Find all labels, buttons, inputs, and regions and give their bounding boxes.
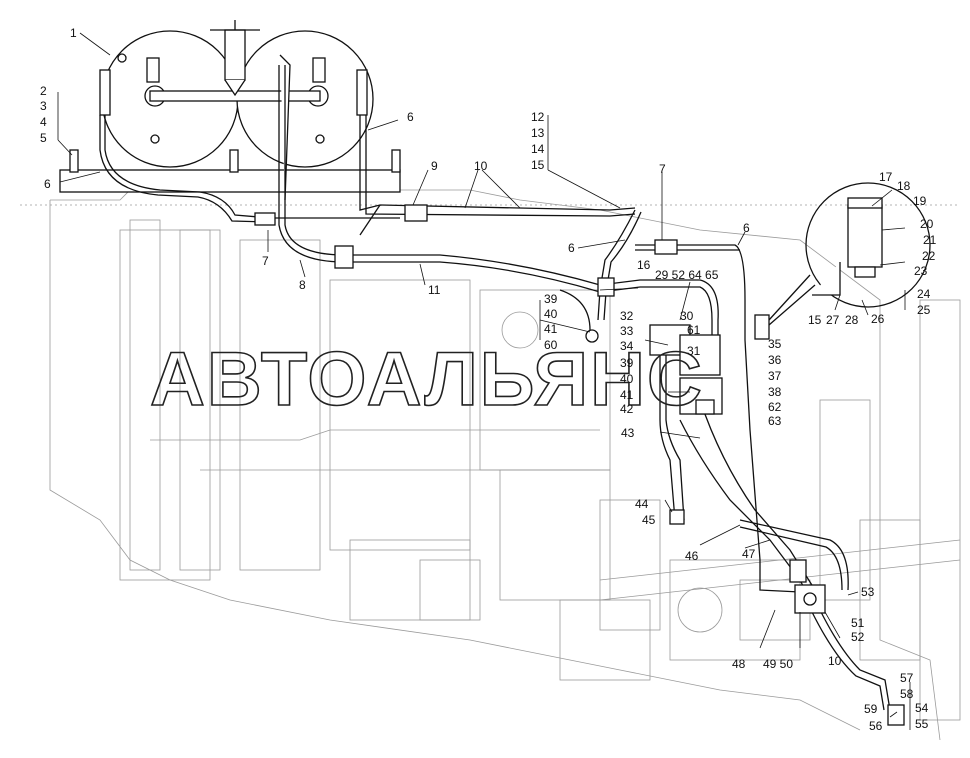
label-55: 55 <box>915 717 929 731</box>
label-56: 56 <box>869 719 883 733</box>
label-14: 14 <box>531 142 545 156</box>
label-59: 59 <box>864 702 878 716</box>
label-7b: 7 <box>659 162 666 176</box>
fittings <box>254 182 931 726</box>
label-26: 26 <box>871 312 885 326</box>
label-35: 35 <box>768 337 782 351</box>
label-28: 28 <box>845 313 859 327</box>
label-9: 9 <box>431 159 438 173</box>
label-54: 54 <box>915 701 929 715</box>
label-18: 18 <box>897 179 911 193</box>
label-6a: 6 <box>44 177 51 191</box>
label-21: 21 <box>923 233 937 247</box>
label-5: 5 <box>40 131 47 145</box>
label-51: 51 <box>851 616 865 630</box>
label-22: 22 <box>922 249 936 263</box>
label-53: 53 <box>861 585 875 599</box>
label-8: 8 <box>299 278 306 292</box>
label-43: 43 <box>621 426 635 440</box>
label-62: 62 <box>768 400 782 414</box>
label-41a: 41 <box>620 388 634 402</box>
label-34: 34 <box>620 339 634 353</box>
label-15a: 15 <box>531 158 545 172</box>
label-10b: 10 <box>828 654 842 668</box>
engine-background <box>20 189 961 741</box>
label-63: 63 <box>768 414 782 428</box>
label-25: 25 <box>917 303 931 317</box>
label-10a: 10 <box>474 159 488 173</box>
label-19: 19 <box>913 194 927 208</box>
label-47: 47 <box>742 547 756 561</box>
label-27: 27 <box>826 313 840 327</box>
label-24: 24 <box>917 287 931 301</box>
leader-lines <box>57 32 911 730</box>
label-60: 60 <box>544 338 558 352</box>
label-13: 13 <box>531 126 545 140</box>
label-33: 33 <box>620 324 634 338</box>
label-3: 3 <box>40 99 47 113</box>
label-6c: 6 <box>568 241 575 255</box>
label-7a: 7 <box>262 254 269 268</box>
label-6d: 6 <box>743 221 750 235</box>
label-15b: 15 <box>808 313 822 327</box>
label-36: 36 <box>768 353 782 367</box>
callout-labels: 1 2 3 4 5 6 6 6 6 7 7 8 9 10 10 11 12 13… <box>40 26 937 733</box>
label-11: 11 <box>428 283 441 297</box>
label-42: 42 <box>620 402 634 416</box>
label-52: 52 <box>851 630 865 644</box>
label-23: 23 <box>914 264 928 278</box>
label-40a: 40 <box>620 372 634 386</box>
label-16: 16 <box>637 258 651 272</box>
label-38: 38 <box>768 385 782 399</box>
label-12: 12 <box>531 110 545 124</box>
label-45: 45 <box>642 513 656 527</box>
pipelines <box>99 65 891 711</box>
label-30: 30 <box>680 309 694 323</box>
label-39a: 39 <box>620 356 634 370</box>
label-58: 58 <box>900 687 914 701</box>
label-41b: 41 <box>544 322 558 336</box>
label-39b: 39 <box>544 292 558 306</box>
label-2: 2 <box>40 84 47 98</box>
label-29-52-64-65: 29 52 64 65 <box>655 268 719 282</box>
label-17: 17 <box>879 170 893 184</box>
label-31: 31 <box>687 344 701 358</box>
label-32: 32 <box>620 309 634 323</box>
label-44: 44 <box>635 497 649 511</box>
label-49-50: 49 50 <box>763 657 793 671</box>
label-40b: 40 <box>544 307 558 321</box>
label-4: 4 <box>40 115 47 129</box>
label-6b: 6 <box>407 110 414 124</box>
air-receivers <box>59 20 401 201</box>
watermark: АВТОАЛЬЯНС <box>150 337 704 422</box>
label-57: 57 <box>900 671 914 685</box>
label-61: 61 <box>687 323 701 337</box>
label-46: 46 <box>685 549 699 563</box>
label-37: 37 <box>768 369 782 383</box>
label-1: 1 <box>70 26 77 40</box>
label-20: 20 <box>920 217 934 231</box>
label-48: 48 <box>732 657 746 671</box>
